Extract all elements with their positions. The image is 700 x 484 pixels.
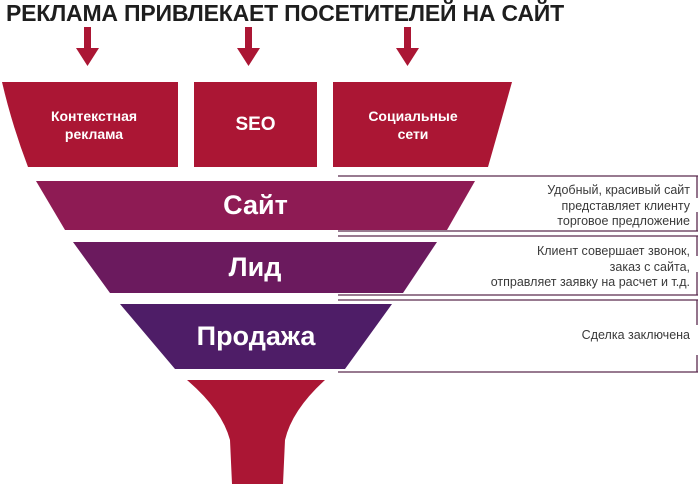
source-label-seo: SEO: [235, 113, 276, 135]
stage-band-site: [36, 181, 475, 230]
diagram-title: РЕКЛАМА ПРИВЛЕКАЕТ ПОСЕТИТЕЛЕЙ НА САЙТ: [6, 0, 564, 26]
arrow-down-icon: [237, 27, 260, 66]
stage-band-sale: [120, 304, 392, 369]
source-label-context: Контекстная реклама: [50, 107, 138, 142]
source-box-context: [2, 82, 178, 167]
source-box-seo: [194, 82, 317, 167]
stage-label-sale: Продажа: [196, 321, 316, 351]
arrow-down-icon: [396, 27, 419, 66]
source-label-social: Социальные сети: [368, 107, 458, 142]
funnel-neck: [187, 380, 325, 484]
arrow-down-icon: [76, 27, 99, 66]
stage-description-lead: Клиент совершает звонок, заказ с сайта, …: [490, 244, 690, 289]
stage-label-site: Сайт: [223, 190, 288, 220]
source-box-social: [333, 82, 512, 167]
stage-label-lead: Лид: [228, 252, 282, 282]
stage-description-site: Удобный, красивый сайт представляет клие…: [547, 183, 690, 228]
stage-band-lead: [73, 242, 437, 293]
stage-description-sale: Сделка заключена: [581, 328, 690, 342]
